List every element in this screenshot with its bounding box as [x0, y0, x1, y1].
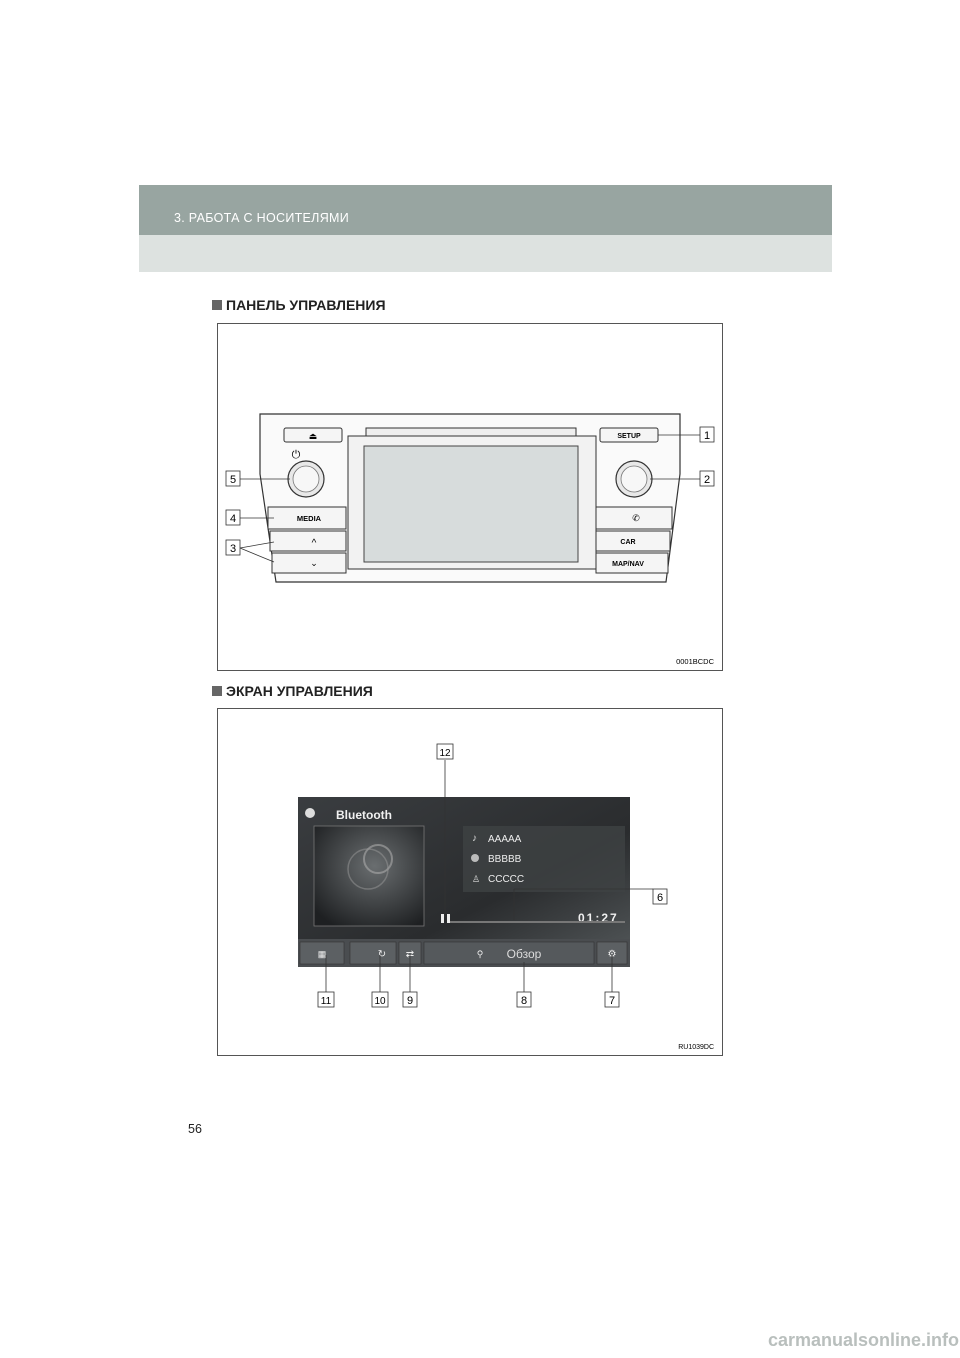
repeat-icon: ↻ — [378, 949, 386, 960]
section-title-text: ПАНЕЛЬ УПРАВЛЕНИЯ — [226, 297, 386, 313]
pause-icon[interactable] — [441, 914, 444, 923]
search-icon: ⚲ — [477, 949, 484, 959]
eject-icon: ⏏ — [309, 431, 318, 441]
svg-text:11: 11 — [321, 996, 332, 1007]
artist-icon: ♙ — [472, 874, 480, 884]
svg-text:1: 1 — [704, 430, 710, 442]
album-art — [313, 825, 425, 927]
callout-9: 9 — [402, 991, 418, 1008]
bluetooth-icon — [305, 808, 315, 818]
svg-text:3: 3 — [230, 543, 236, 555]
callout-5: 5 — [225, 470, 241, 487]
watermark: carmanualsonline.info — [768, 1330, 960, 1350]
car-button[interactable] — [595, 530, 671, 552]
callout-1: 1 — [699, 426, 715, 443]
source-list-icon: ▦ — [318, 949, 327, 959]
source-menu-button[interactable] — [299, 941, 345, 965]
callout-3: 3 — [225, 539, 241, 556]
repeat-button[interactable] — [349, 941, 397, 965]
callout-12: 12 — [436, 743, 454, 760]
svg-text:2: 2 — [704, 474, 710, 486]
track-info-panel — [463, 826, 625, 892]
control-screen-figure: Bluetooth ♪ AAAAA BBBBB ♙ CCCCC 01:27 ▦ … — [217, 708, 723, 1056]
track-title: AAAAA — [488, 834, 522, 845]
seek-up-button[interactable] — [269, 530, 347, 552]
chapter-header: 3. РАБОТА С НОСИТЕЛЯМИ — [139, 185, 832, 235]
track-artist: CCCCC — [488, 874, 524, 885]
map-nav-button[interactable] — [595, 552, 669, 574]
map-nav-button-label: MAP/NAV — [612, 561, 644, 568]
svg-text:9: 9 — [407, 995, 413, 1007]
figure-code: 0001BCDC — [676, 657, 715, 666]
chapter-title: 3. РАБОТА С НОСИТЕЛЯМИ — [174, 211, 350, 225]
callout-4: 4 — [225, 509, 241, 526]
display-screen — [363, 445, 579, 563]
media-button-label: MEDIA — [297, 514, 322, 523]
callout-11: 11 — [317, 991, 335, 1008]
chevron-up-icon: ^ — [312, 538, 317, 549]
song-icon: ♪ — [472, 833, 477, 844]
setup-button-label: SETUP — [617, 433, 641, 440]
svg-text:12: 12 — [439, 748, 451, 759]
browse-button[interactable] — [423, 941, 595, 965]
car-button-label: CAR — [620, 539, 635, 546]
svg-text:5: 5 — [230, 474, 236, 486]
control-panel-figure: ⏏ ⏻ MEDIA ^ ⌄ SETUP ✆ CAR MAP/NAV — [217, 323, 723, 671]
phone-icon: ✆ — [632, 513, 640, 523]
figure-code: RU1039DC — [678, 1044, 714, 1051]
chevron-down-icon: ⌄ — [310, 558, 318, 568]
eject-button[interactable] — [283, 427, 343, 443]
page-number: 56 — [188, 1122, 202, 1136]
album-icon — [471, 854, 479, 862]
section-heading-screen: ЭКРАН УПРАВЛЕНИЯ — [212, 683, 373, 699]
gear-icon: ⚙ — [608, 949, 617, 960]
callout-2: 2 — [699, 470, 715, 487]
track-album: BBBBB — [488, 854, 522, 865]
power-icon: ⏻ — [292, 449, 301, 461]
disc-slot — [365, 427, 577, 437]
callout-6: 6 — [652, 888, 668, 905]
phone-button[interactable] — [595, 506, 673, 530]
callout-7: 7 — [604, 991, 620, 1008]
section-heading-panel: ПАНЕЛЬ УПРАВЛЕНИЯ — [212, 297, 386, 313]
header-band — [139, 235, 832, 272]
svg-text:10: 10 — [374, 996, 386, 1007]
callout-10: 10 — [371, 991, 389, 1008]
svg-text:7: 7 — [609, 995, 615, 1007]
callout-8: 8 — [516, 991, 532, 1008]
seek-down-button[interactable] — [271, 552, 347, 574]
svg-text:8: 8 — [521, 995, 527, 1007]
shuffle-icon: ⇄ — [406, 949, 414, 960]
svg-text:6: 6 — [657, 892, 663, 904]
section-title-text: ЭКРАН УПРАВЛЕНИЯ — [226, 683, 373, 699]
browse-label: Обзор — [507, 947, 542, 961]
source-title: Bluetooth — [336, 808, 392, 822]
progress-bar — [450, 921, 625, 923]
bullet-square-icon — [212, 300, 222, 310]
bullet-square-icon — [212, 686, 222, 696]
svg-text:4: 4 — [230, 513, 236, 525]
